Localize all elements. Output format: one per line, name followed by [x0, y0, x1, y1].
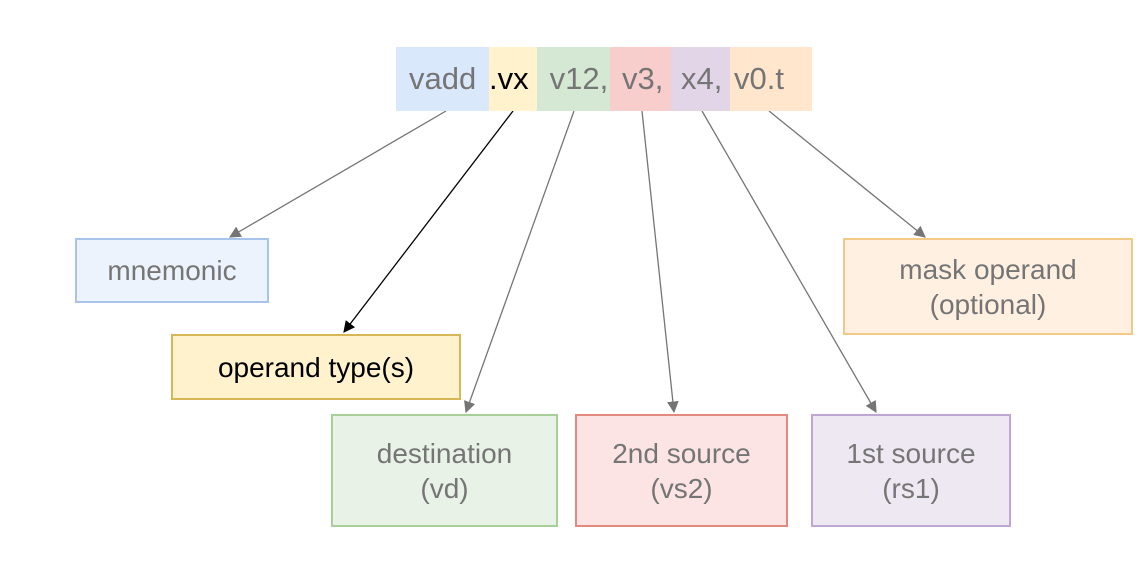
arrow-destination [464, 110, 575, 414]
mask-operand-label: mask operand [899, 253, 1077, 285]
destination-label: destination [376, 437, 513, 469]
instruction-segment-mnemonic: vadd [396, 47, 489, 111]
mnemonic-label-box: mnemonic [75, 238, 269, 303]
arrow-second-source [641, 110, 679, 414]
operand-type-label-box: operand type(s) [171, 334, 461, 400]
destination-label-box: destination (vd) [331, 414, 558, 527]
first-source-label: 1st source [846, 437, 976, 469]
second-source-label-box: 2nd source (vs2) [575, 414, 788, 527]
first-source-label-box: 1st source (rs1) [811, 414, 1011, 527]
arrow-first-source [701, 110, 877, 414]
arrow-mask-operand [768, 110, 926, 238]
second-source-register-label: (vs2) [650, 472, 713, 504]
arrow-mnemonic [228, 110, 447, 238]
instruction-segment-second-source: v3, [610, 47, 671, 111]
mnemonic-label: mnemonic [107, 255, 237, 286]
instruction-segment-operand-type: .vx [489, 47, 537, 111]
first-source-register-label: (rs1) [882, 472, 940, 504]
operand-type-label: operand type(s) [217, 351, 415, 383]
instruction-segment-mask: v0.t [730, 47, 812, 111]
destination-register-label: (vd) [420, 472, 469, 504]
mask-operand-label-box: mask operand (optional) [843, 238, 1133, 335]
mask-operand-optional-label: (optional) [929, 288, 1047, 320]
arrow-operand-type [343, 110, 514, 333]
second-source-label: 2nd source [612, 437, 751, 469]
instruction-segment-destination: v12, [537, 47, 610, 111]
instruction-segment-first-source: x4, [671, 47, 730, 111]
